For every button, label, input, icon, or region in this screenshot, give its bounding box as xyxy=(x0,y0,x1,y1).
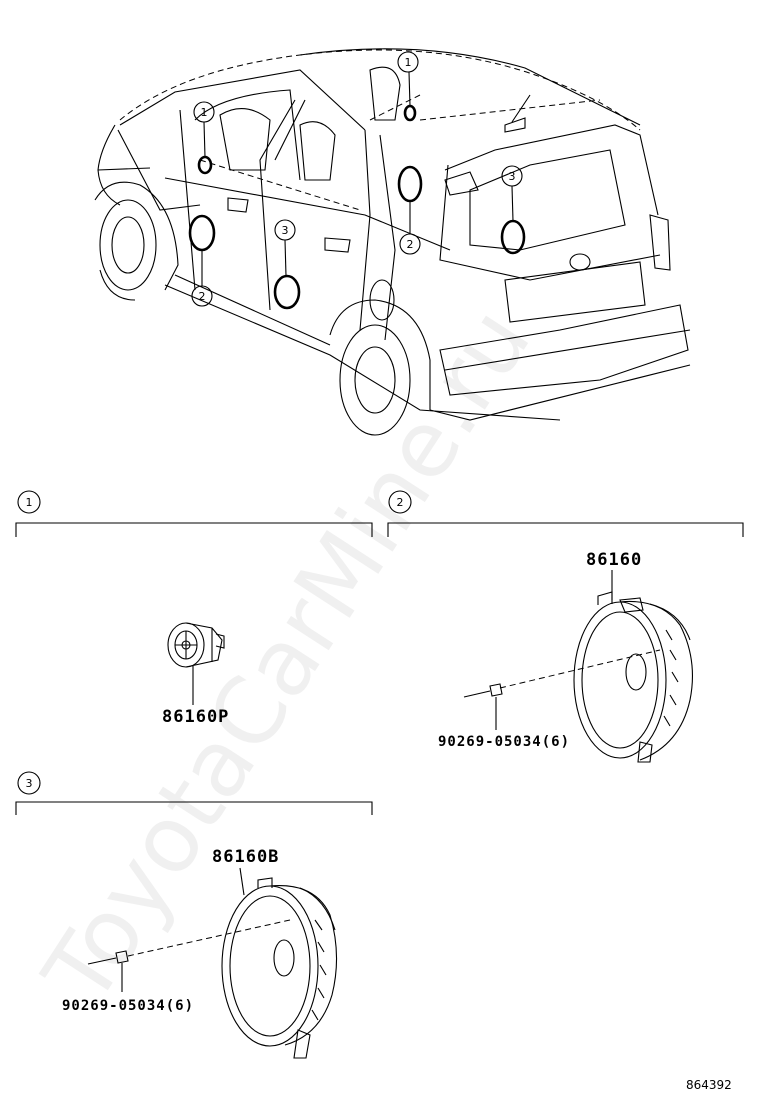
part-label-front-speaker: 86160 xyxy=(586,550,642,570)
section-3: 3 86160B 90269-05034(6) xyxy=(15,771,373,1059)
section-2: 2 86160 90269-05034(6) xyxy=(387,490,744,763)
ring-rear-door xyxy=(273,274,301,310)
ring-tweeter-rear xyxy=(403,104,417,122)
section-2-badge: 2 xyxy=(397,496,404,509)
diagram-code: 864392 xyxy=(686,1078,732,1092)
section-1-badge: 1 xyxy=(26,496,33,509)
speaker-location-rings xyxy=(188,104,526,310)
ring-rear-quarter xyxy=(500,219,526,255)
ring-front-door-right xyxy=(397,165,423,203)
callout-3b: 3 xyxy=(509,170,516,183)
tweeter-drawing xyxy=(167,622,225,668)
front-speaker-drawing xyxy=(573,591,693,763)
ring-front-door-left xyxy=(188,214,216,252)
callout-3a: 3 xyxy=(282,224,289,237)
rear-speaker-drawing xyxy=(221,877,338,1059)
watermark-text: ToyotaCarMine.ru xyxy=(23,290,551,1023)
part-label-screw-front: 90269-05034(6) xyxy=(438,734,570,750)
ring-tweeter-front xyxy=(197,155,213,175)
callout-1b: 1 xyxy=(405,56,412,69)
section-3-badge: 3 xyxy=(26,777,33,790)
part-label-rear-speaker: 86160B xyxy=(212,847,279,867)
car-callouts: 1 1 2 2 3 3 xyxy=(191,51,523,307)
car-illustration xyxy=(94,48,691,436)
callout-2b: 2 xyxy=(407,238,414,251)
part-label-tweeter: 86160P xyxy=(162,707,229,727)
callout-1a: 1 xyxy=(201,106,208,119)
section-1: 1 86160P xyxy=(15,490,373,727)
part-label-screw-rear: 90269-05034(6) xyxy=(62,998,194,1014)
callout-2a: 2 xyxy=(199,290,206,303)
